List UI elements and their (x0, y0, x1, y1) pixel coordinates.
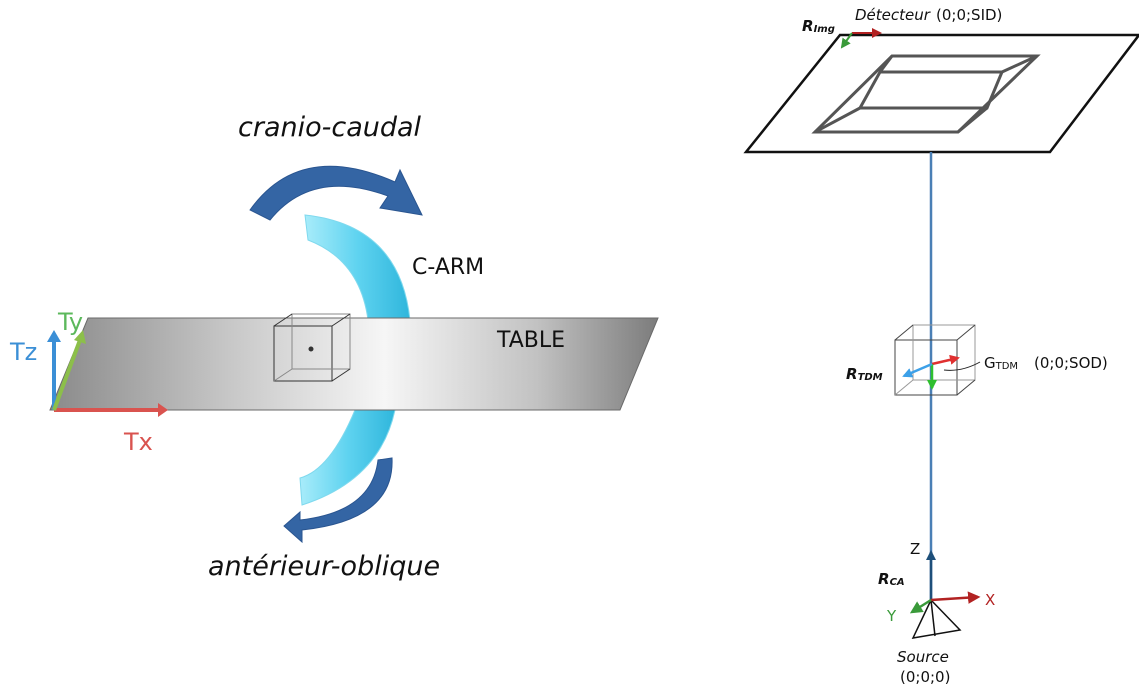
volume-center-sub: TDM (995, 361, 1018, 372)
cranio-caudal-arrow (249, 165, 423, 221)
tz-arrowhead (47, 330, 61, 342)
detector-axes (840, 28, 882, 49)
detector-name: Détecteur (855, 6, 931, 24)
volume-frame-sub: TDM (858, 372, 883, 383)
volume-z-axis (902, 362, 933, 378)
source-coords: (0;0;0) (900, 668, 950, 686)
cranio-caudal-label: cranio-caudal (238, 112, 422, 143)
source-y-axis (909, 598, 932, 614)
detector-projection (811, 54, 1041, 134)
c-arm-upper (304, 214, 411, 321)
left-figure: Tx Tz Ty cranio-caudal antérieur-oblique… (9, 112, 659, 582)
volume-cube-left (273, 313, 351, 382)
c-arm-label: C-ARM (412, 255, 484, 280)
source-frame-sub: CA (890, 577, 905, 588)
tx-arrowhead (158, 403, 168, 417)
volume-center-coords: (0;0;SOD) (1034, 354, 1108, 372)
volume-center-label: GTDM (984, 354, 1018, 372)
ty-label: Ty (57, 308, 83, 336)
detector-coords: (0;0;SID) (936, 6, 1002, 24)
ty-arrowhead (74, 330, 86, 344)
left-axes (47, 330, 168, 417)
table-label: TABLE (496, 328, 565, 353)
source-frame-main: R (878, 570, 890, 588)
volume-axes (902, 354, 981, 390)
source-frame-label: RCA (878, 570, 905, 588)
detector-frame-label: RImg (802, 17, 835, 35)
tz-label: Tz (9, 338, 37, 366)
source-z-label: Z (910, 540, 920, 558)
detector-frame-main: R (802, 17, 814, 35)
volume-center-main: G (984, 354, 996, 372)
detector-frame-sub: Img (814, 24, 835, 35)
right-figure: RImg Détecteur (0;0;SID) RTDM GTDM (0;0;… (743, 6, 1139, 686)
volume-frame-main: R (846, 365, 858, 383)
detector-label: Détecteur (855, 6, 931, 24)
volume-cube-right (894, 324, 976, 396)
table-slab (49, 317, 659, 411)
detector-y-axis (840, 32, 853, 49)
source-label: Source (897, 648, 949, 666)
detector-plane (743, 33, 1139, 154)
anterieur-oblique-label: antérieur-oblique (208, 551, 440, 582)
source-y-label: Y (886, 607, 897, 625)
ty-axis (52, 339, 82, 411)
c-arm-lower (299, 409, 396, 506)
tx-label: Tx (123, 428, 153, 456)
source-axes (909, 550, 981, 614)
source-x-label: X (985, 591, 995, 609)
source-pyramid (911, 598, 962, 639)
anterieur-oblique-arrow (283, 457, 393, 544)
volume-center-pointer (943, 361, 981, 371)
volume-frame-label: RTDM (846, 365, 883, 383)
volume-x-axis (931, 354, 960, 366)
source-x-axis (930, 591, 981, 604)
